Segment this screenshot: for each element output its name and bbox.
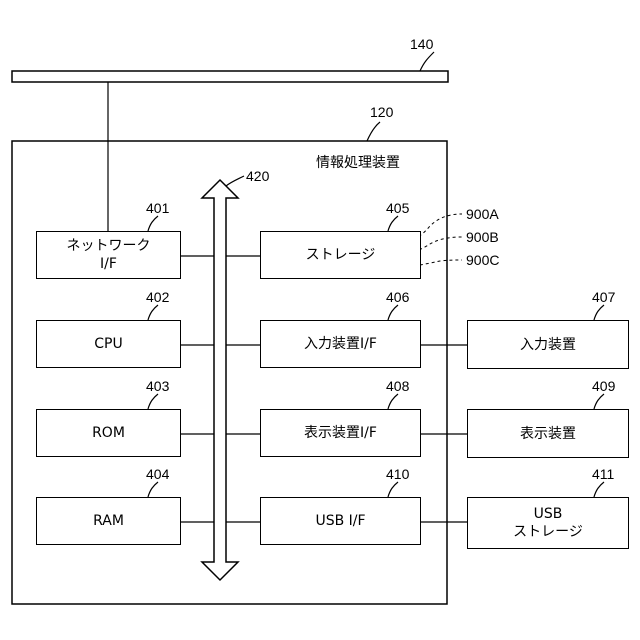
ref-401: 401 (146, 200, 169, 216)
ref-404: 404 (146, 466, 169, 482)
ref-403: 403 (146, 378, 169, 394)
usb-if-block: USB I/F (260, 497, 421, 545)
ref-900b: 900B (466, 229, 499, 245)
leader-408 (388, 394, 398, 409)
ref-120: 120 (370, 104, 393, 120)
network-if-block: ネットワーク I/F (36, 231, 181, 279)
ref-409: 409 (592, 378, 615, 394)
leader-403 (148, 394, 158, 409)
leader-420 (226, 176, 244, 186)
device-title: 情報処理装置 (316, 152, 400, 172)
leader-411 (594, 482, 604, 497)
storage-block: ストレージ (260, 231, 421, 279)
ref-411: 411 (592, 466, 614, 482)
ref-900c: 900C (466, 252, 499, 268)
ref-407: 407 (592, 289, 615, 305)
ref-420: 420 (246, 168, 269, 184)
leader-401 (148, 216, 158, 231)
ref-900a: 900A (466, 206, 499, 222)
rom-block: ROM (36, 409, 181, 457)
leader-410 (388, 482, 398, 497)
usb-storage-block: USB ストレージ (467, 497, 629, 549)
ref-406: 406 (386, 289, 409, 305)
ref-140: 140 (410, 36, 433, 52)
input-if-block: 入力装置I/F (260, 320, 421, 368)
display-if-block: 表示装置I/F (260, 409, 421, 457)
network-bus (12, 71, 448, 82)
ref-410: 410 (386, 466, 409, 482)
leader-409 (594, 394, 604, 409)
network-if-label-line2: I/F (67, 255, 151, 273)
leader-405 (388, 216, 398, 231)
leader-406 (388, 305, 398, 320)
leader-120 (367, 122, 380, 141)
leader-402 (148, 305, 158, 320)
leader-140 (420, 52, 434, 71)
internal-bus-arrow (202, 180, 238, 580)
cpu-block: CPU (36, 320, 181, 368)
ref-402: 402 (146, 289, 169, 305)
input-device-block: 入力装置 (467, 320, 629, 369)
ram-block: RAM (36, 497, 181, 545)
ref-405: 405 (386, 200, 409, 216)
display-device-block: 表示装置 (467, 409, 629, 458)
usb-storage-label-line2: ストレージ (513, 523, 583, 541)
leader-404 (148, 482, 158, 497)
ref-408: 408 (386, 378, 409, 394)
usb-storage-label-line1: USB (513, 505, 583, 523)
leader-407 (594, 305, 604, 320)
network-if-label-line1: ネットワーク (67, 237, 151, 255)
